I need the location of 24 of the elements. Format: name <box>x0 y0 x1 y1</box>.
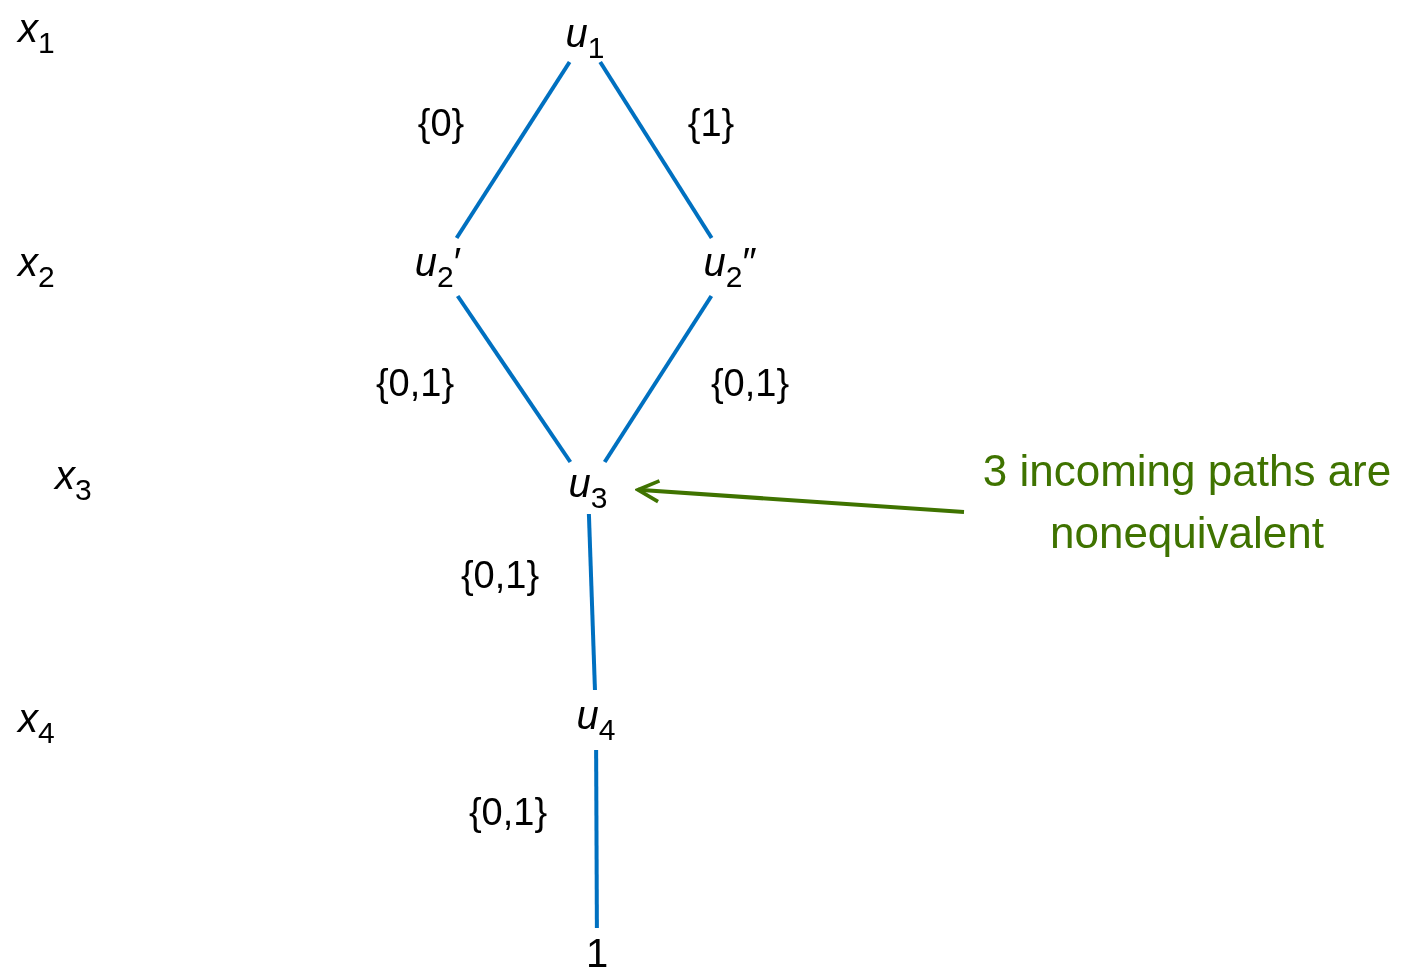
connector-line <box>454 60 572 240</box>
connector-line <box>594 750 599 928</box>
node-label: u$_{3}$ <box>568 463 608 513</box>
connector-line <box>603 294 714 464</box>
edge-label: {0,1} <box>375 364 455 402</box>
level-label: x$_{1}$ <box>18 8 55 58</box>
level-label: x$_{3}$ <box>55 455 92 505</box>
edge-label: {1} <box>687 104 735 142</box>
edge-label: {0,1} <box>468 793 548 831</box>
level-label: x$_{4}$ <box>18 698 55 748</box>
node-label: u$_{2}$″ <box>703 242 757 292</box>
edge-label: {0,1} <box>460 556 540 594</box>
callout-text: 3 incoming paths are nonequivalent <box>981 445 1393 559</box>
level-label: x$_{2}$ <box>18 242 55 292</box>
node-label: u$_{1}$ <box>565 13 605 63</box>
edge-label: {0,1} <box>710 364 790 402</box>
node-label: u$_{4}$ <box>576 695 616 745</box>
connector-line <box>598 60 714 240</box>
edge-label: {0} <box>417 104 465 142</box>
node-label: u$_{2}$′ <box>414 242 462 292</box>
node-label: 1 <box>585 933 609 973</box>
connector-line <box>456 294 572 464</box>
arrow <box>636 479 965 514</box>
connector-line <box>586 513 597 691</box>
